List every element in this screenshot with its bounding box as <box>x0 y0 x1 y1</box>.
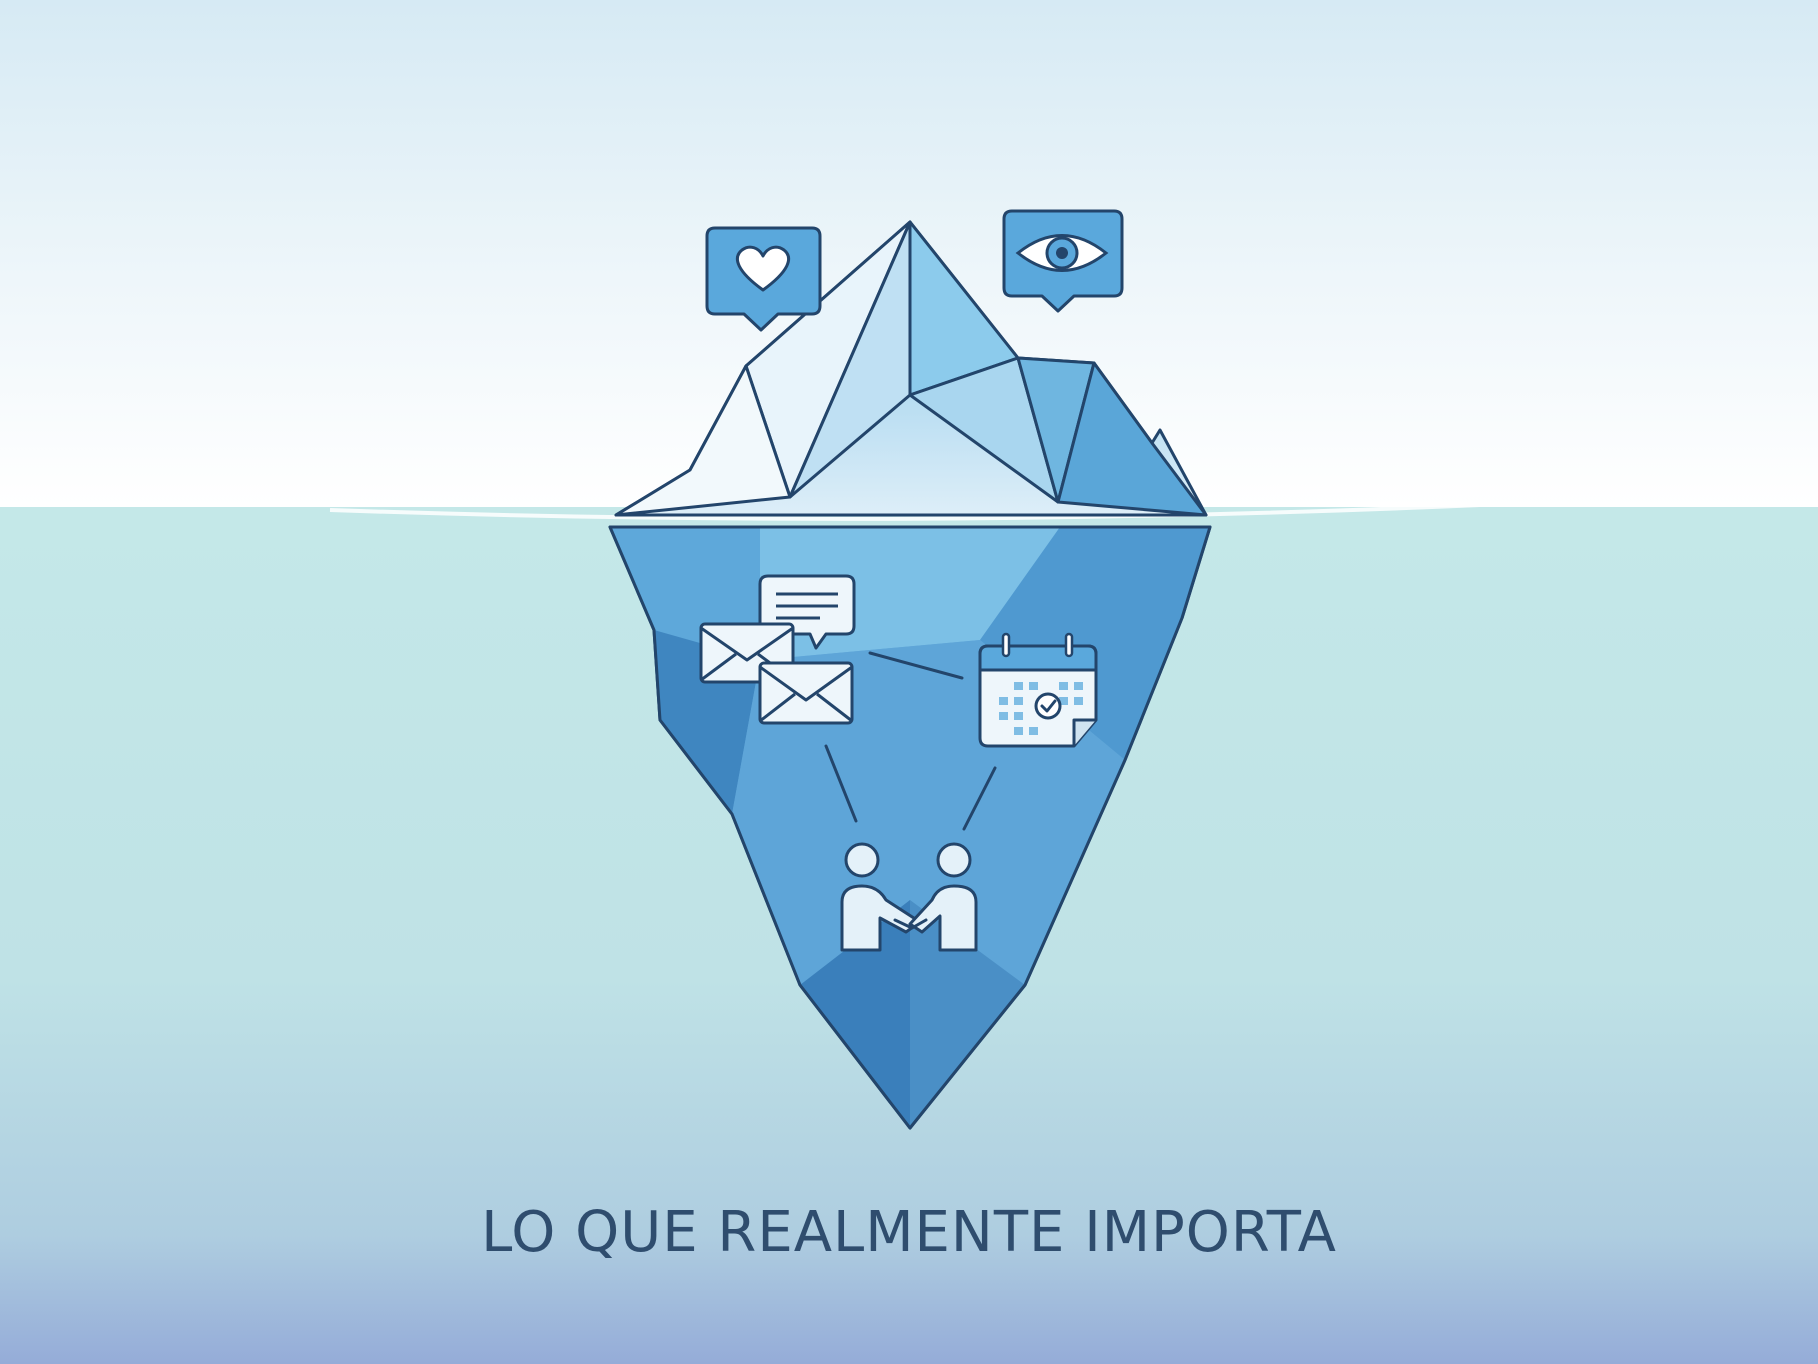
iceberg-tip <box>614 220 1208 517</box>
connector-lines <box>824 651 997 831</box>
handshake-icon <box>840 842 978 952</box>
heart-speech-bubble-icon <box>705 226 822 332</box>
eye-speech-bubble-icon <box>1002 209 1124 313</box>
caption-title: LO QUE REALMENTE IMPORTA <box>481 1200 1337 1265</box>
envelope-icon <box>758 661 854 725</box>
calendar-check-icon <box>978 632 1098 748</box>
water-line <box>329 503 1481 521</box>
